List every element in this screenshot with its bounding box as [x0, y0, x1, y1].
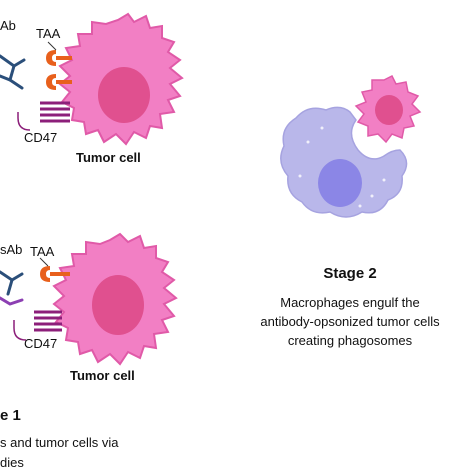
- taa-label-bottom: TAA: [30, 244, 55, 259]
- cd47-receptor-bottom: [34, 310, 62, 332]
- top-panel: [0, 12, 184, 146]
- stage1-line2: dies: [0, 455, 24, 470]
- membrane-line-bottom: [13, 320, 27, 341]
- cd47-receptor-top: [40, 101, 70, 123]
- tumor-nucleus-bottom: [92, 275, 144, 335]
- macrophage-dots: [298, 126, 386, 208]
- stage2-illustration: [280, 74, 422, 218]
- stage1-line1: s and tumor cells via: [0, 435, 119, 450]
- antibody-icon-top: [0, 54, 26, 90]
- engulfed-nucleus: [375, 95, 403, 125]
- taa-label-top: TAA: [36, 26, 61, 41]
- antibody-icon-bottom: [0, 270, 24, 306]
- macrophage-nucleus: [318, 159, 362, 207]
- antibody-label-top: Ab: [0, 18, 16, 33]
- stage2-line1: Macrophages engulf the: [280, 295, 420, 310]
- tumor-nucleus-top: [98, 67, 150, 123]
- taa-pointer-bottom: [39, 257, 49, 267]
- stage2-line3: creating phagosomes: [287, 333, 413, 348]
- stage2-title: Stage 2: [323, 265, 377, 282]
- cell-label-bottom: Tumor cell: [70, 368, 135, 383]
- membrane-line-top: [17, 112, 31, 131]
- bottom-panel: [0, 232, 178, 366]
- stage1-title: e 1: [0, 407, 21, 424]
- stage2-line2: antibody-opsonized tumor cells: [260, 314, 440, 329]
- cd47-label-top: CD47: [24, 130, 58, 145]
- taa-pointer-top: [47, 41, 57, 51]
- antibody-label-bottom: sAb: [0, 242, 23, 257]
- taa-receptor-bottom: [40, 266, 70, 282]
- taa-receptor-top: [46, 50, 72, 90]
- cd47-label-bottom: CD47: [24, 336, 58, 351]
- cell-label-top: Tumor cell: [76, 150, 141, 165]
